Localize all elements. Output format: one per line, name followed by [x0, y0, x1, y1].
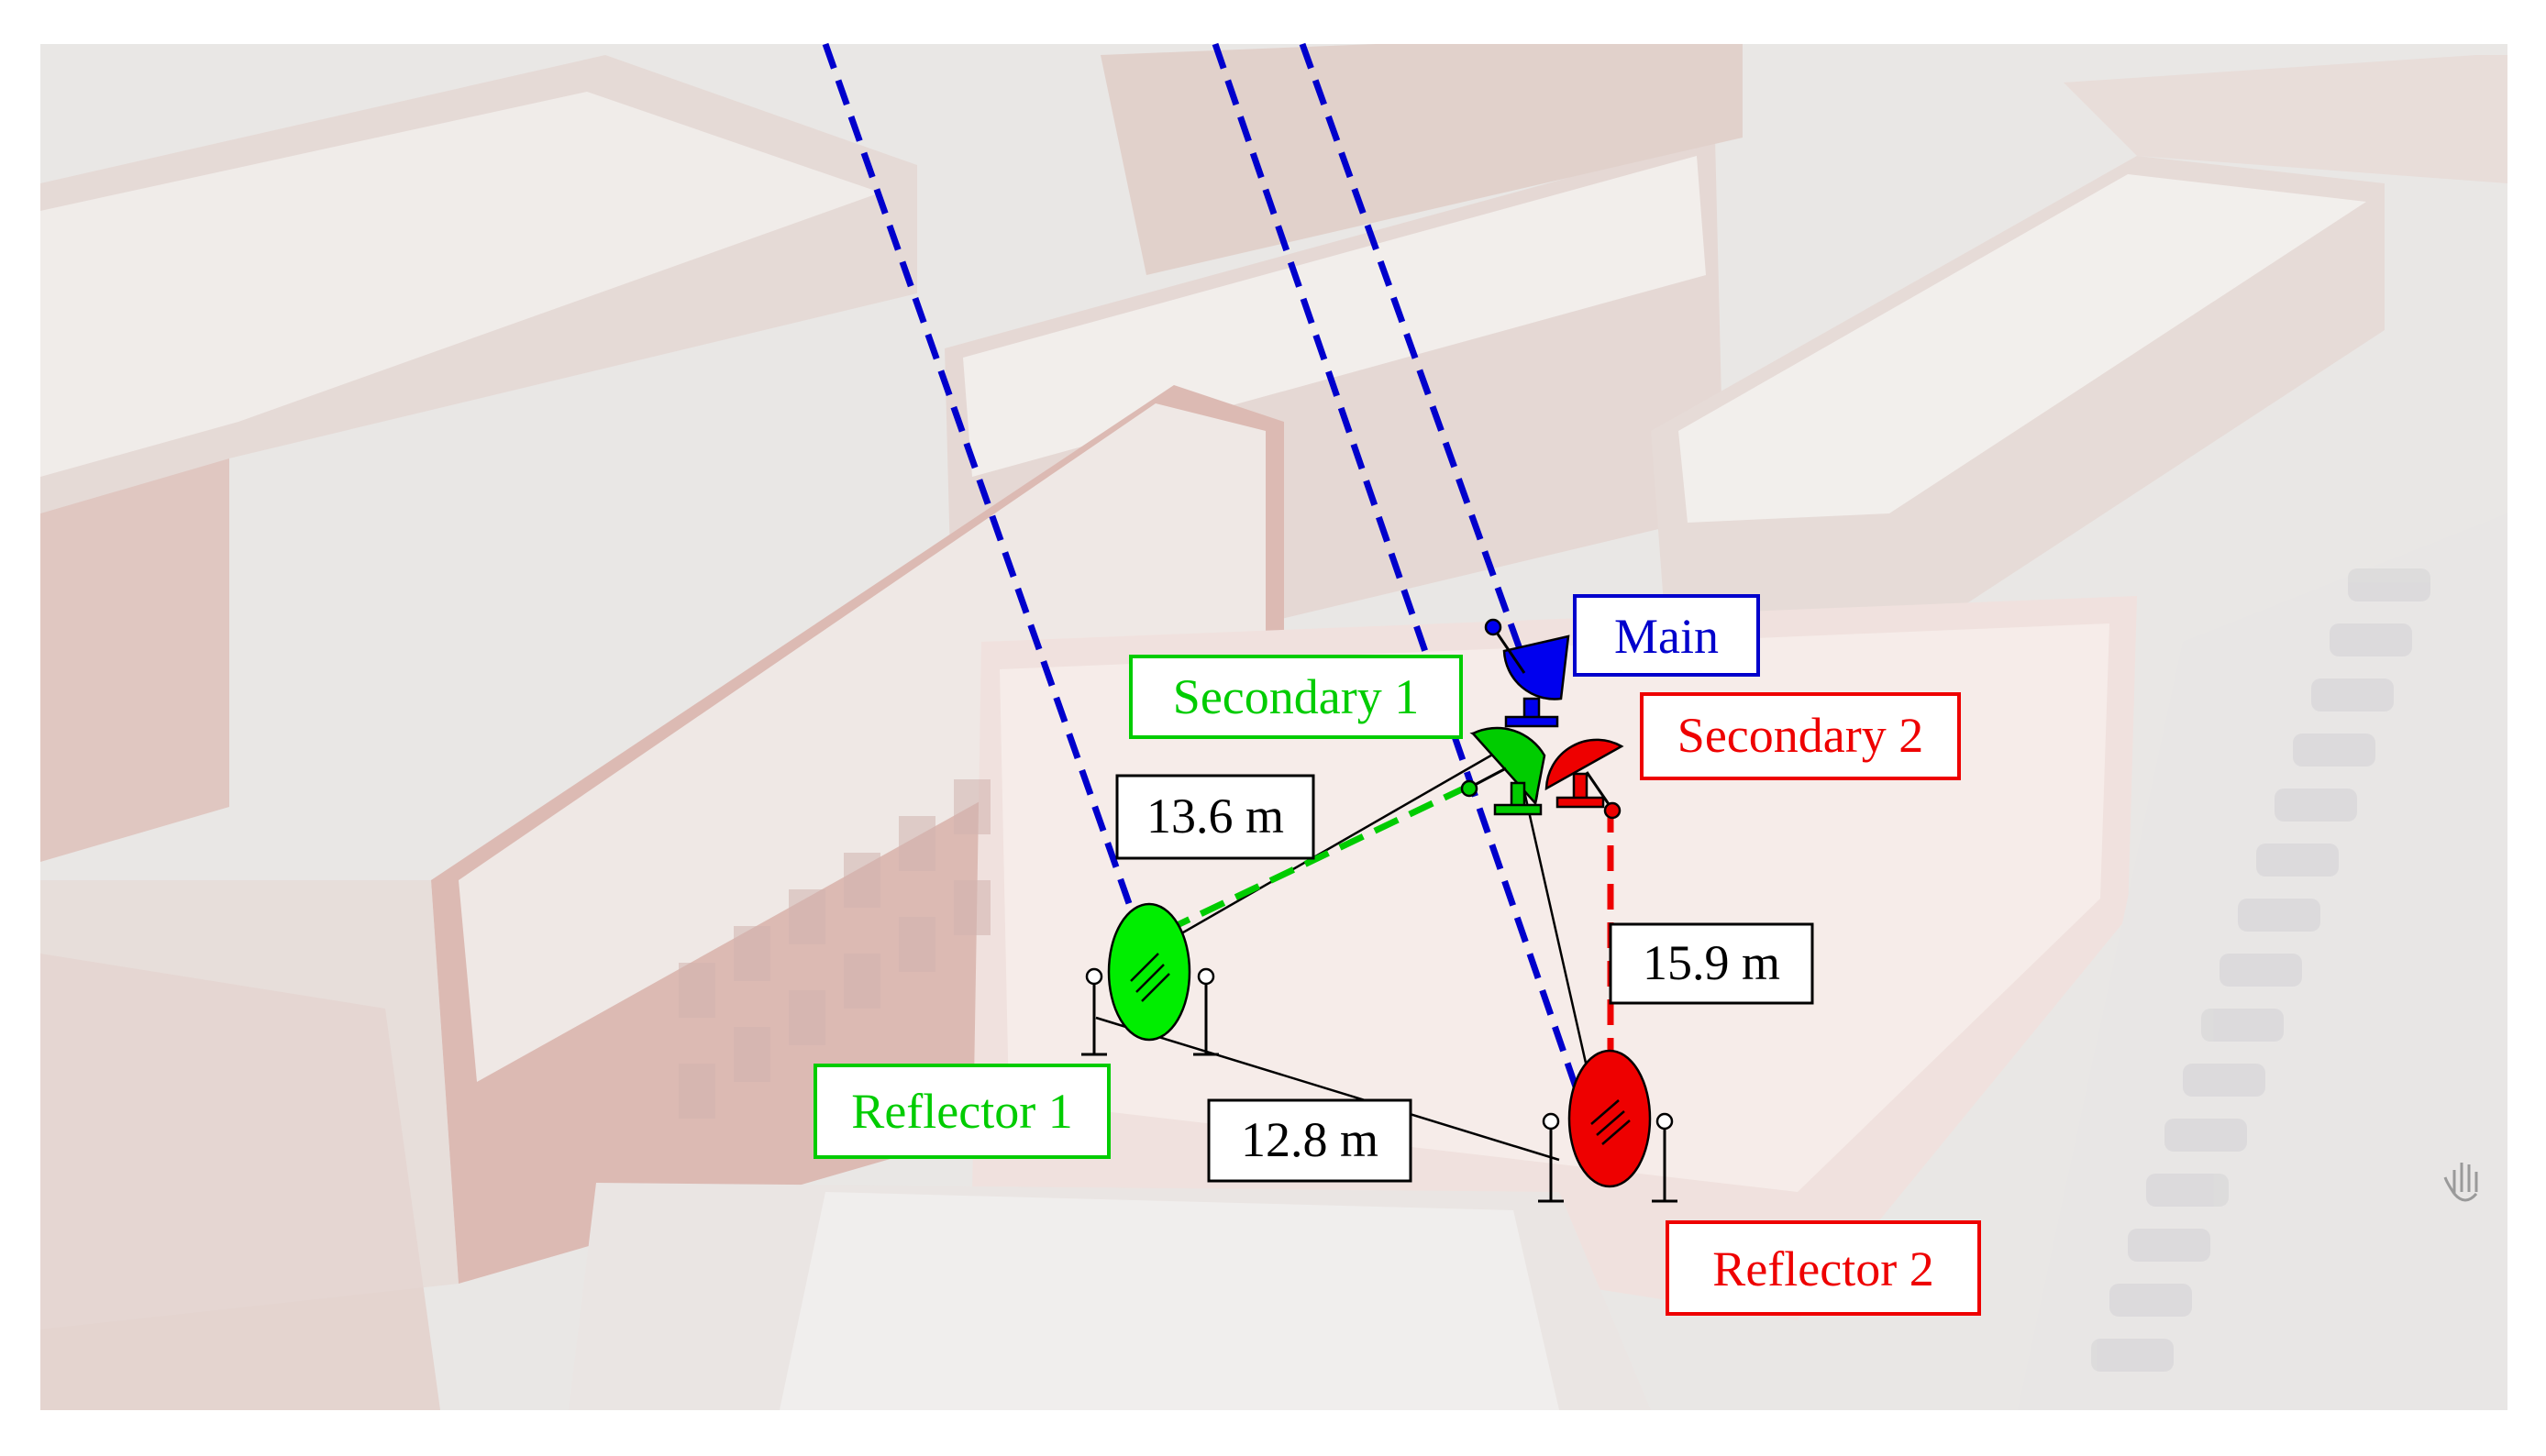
link-secondary1-reflector1	[1145, 783, 1469, 943]
reflector2-icon	[1538, 1049, 1677, 1203]
main-antenna-icon	[1484, 618, 1570, 728]
label-reflector1-text: Reflector 1	[851, 1084, 1072, 1139]
label-secondary2: Secondary 2	[1640, 692, 1961, 780]
label-reflector2-text: Reflector 2	[1712, 1241, 1933, 1296]
line-sec1-ref1	[1146, 741, 1514, 955]
distance-sec1-ref1: 13.6 m	[1115, 774, 1315, 860]
secondary1-antenna-icon	[1460, 726, 1546, 816]
distance-ref1-ref2: 12.8 m	[1207, 1098, 1412, 1183]
sky-link-reflector1	[822, 42, 1146, 942]
distance-ref1-ref2-text: 12.8 m	[1241, 1112, 1378, 1167]
distance-sec2-ref2-text: 15.9 m	[1643, 935, 1780, 990]
distance-sec2-ref2: 15.9 m	[1609, 922, 1814, 1005]
secondary2-antenna-icon	[1544, 738, 1624, 820]
reflector1-icon	[1081, 902, 1219, 1056]
sky-links	[822, 42, 1590, 1120]
sky-link-main	[1299, 42, 1531, 671]
label-secondary1-text: Secondary 1	[1173, 669, 1419, 724]
label-reflector2: Reflector 2	[1666, 1220, 1981, 1316]
sky-link-reflector2	[1212, 42, 1590, 1120]
line-ref1-ref2	[1095, 1016, 1560, 1162]
distance-sec1-ref1-text: 13.6 m	[1146, 789, 1284, 844]
hand-icon	[2443, 1163, 2478, 1202]
label-main-text: Main	[1614, 609, 1719, 664]
label-reflector1: Reflector 1	[814, 1064, 1111, 1159]
label-secondary1: Secondary 1	[1129, 655, 1463, 739]
label-secondary2-text: Secondary 2	[1677, 708, 1923, 763]
label-main: Main	[1573, 594, 1760, 677]
